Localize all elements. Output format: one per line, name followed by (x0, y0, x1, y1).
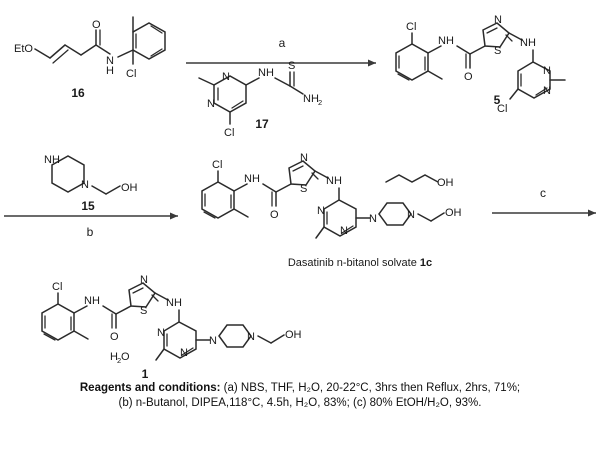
arrowhead-a (368, 59, 376, 67)
atom-label-nh-bridge-5: NH (520, 37, 536, 49)
atom-label-h-16: H (106, 65, 114, 77)
caption-line-1-rest: (a) NBS, THF, H₂O, 20-22°C, 3hrs then Re… (220, 382, 521, 394)
compound-1c: Cl NH O N S NH N N N (201, 152, 462, 269)
atom-label-n1-1: N (157, 327, 165, 339)
atom-label-nh-1c: NH (244, 173, 260, 185)
arrow-label-a: a (279, 36, 286, 50)
atom-label-o-5: O (464, 71, 473, 83)
atom-label-n2-1: N (180, 347, 188, 359)
atom-label-nh-bridge-1: NH (166, 297, 182, 309)
atom-label-cl-1: Cl (52, 281, 62, 293)
atom-label-n-pip1-1c: N (369, 213, 377, 225)
atom-label-n2-5: N (543, 85, 551, 97)
compound-15: NH N OH 15 (44, 154, 138, 213)
atom-label-n1-5: N (543, 65, 551, 77)
compound-number-17: 17 (255, 117, 269, 131)
atom-label-n-thiazole-5: N (494, 14, 502, 26)
atom-label-nh-bridge-1c: NH (326, 175, 342, 187)
caption-line-2: (b) n-Butanol, DIPEA,118°C, 4.5h, H₂O, 8… (118, 397, 482, 409)
compound-number-5: 5 (494, 93, 501, 107)
atom-label-cl2-5: Cl (497, 103, 507, 115)
atom-label-s-thiazole-1c: S (300, 183, 307, 195)
arrow-label-c: c (540, 186, 546, 200)
caption-line-1: Reagents and conditions: (a) NBS, THF, H… (0, 381, 600, 396)
compound-16: EtO O N H Cl 16 (14, 16, 166, 100)
atom-label-s-thiazole-5: S (494, 45, 501, 57)
arrowhead-b (170, 212, 178, 220)
atom-label-nh2-17: NH (303, 93, 319, 105)
compound-number-15: 15 (81, 199, 95, 213)
solvate-caption-number: 1c (420, 257, 432, 269)
atom-label-oh-pip-1c: OH (445, 207, 462, 219)
atom-label-n-thiazole-1: N (140, 274, 148, 286)
atom-label-n-pip2-1c: N (407, 209, 415, 221)
reaction-arrow-b: b (4, 212, 178, 239)
atom-label-nh-5: NH (438, 35, 454, 47)
atom-label-nh-1: NH (84, 295, 100, 307)
arrowhead-c (588, 209, 596, 217)
compound-1: Cl NH O N S NH N N N (41, 274, 302, 381)
atom-label-nh2-sub-17: 2 (318, 98, 322, 107)
atom-label-n-pip2-1: N (247, 331, 255, 343)
atom-label-n2-17: N (207, 98, 215, 110)
atom-label-n-pip1-1: N (209, 335, 217, 347)
atom-label-s-17: S (288, 60, 295, 72)
atom-label-cl-5: Cl (406, 21, 416, 33)
atom-label-n2-1c: N (340, 225, 348, 237)
atom-label-oh-butanol-1c: OH (437, 177, 454, 189)
atom-label-eto: EtO (14, 43, 33, 55)
atom-label-h2o-o: O (121, 351, 130, 363)
atom-label-cl-17: Cl (224, 127, 234, 139)
caption-heading: Reagents and conditions: (79, 382, 221, 394)
reaction-arrow-a: a (186, 36, 376, 67)
atom-label-n-15: N (81, 179, 89, 191)
arrow-label-b: b (87, 225, 94, 239)
atom-label-oh-15: OH (121, 182, 138, 194)
atom-label-n1-17: N (222, 71, 230, 83)
atom-label-carbonyl-o-16: O (92, 19, 101, 31)
atom-label-oh-1: OH (285, 329, 302, 341)
atom-label-n-16: N (106, 55, 114, 67)
atom-label-h2o-h: H (110, 351, 118, 363)
solvate-caption-text: Dasatinib n-bitanol solvate (288, 257, 420, 269)
atom-label-n-thiazole-1c: N (300, 152, 308, 164)
reaction-arrow-c: c (492, 186, 596, 217)
atom-label-o-1: O (110, 331, 119, 343)
compound-5: Cl NH O N S NH N N (395, 14, 566, 115)
atom-label-s-thiazole-1: S (140, 305, 147, 317)
atom-label-nh-17: NH (258, 67, 274, 79)
compound-17: N N Cl NH S NH 2 17 (198, 60, 322, 139)
atom-label-h2o-sub: 2 (117, 356, 121, 365)
atom-label-n1-1c: N (317, 205, 325, 217)
compound-number-16: 16 (71, 86, 85, 100)
compound-1c-caption: Dasatinib n-bitanol solvate 1c (288, 257, 432, 269)
atom-label-nh-15: NH (44, 154, 60, 166)
figure-caption: Reagents and conditions: (a) NBS, THF, H… (0, 381, 600, 411)
compound-number-1: 1 (142, 367, 149, 381)
atom-label-o-1c: O (270, 209, 279, 221)
atom-label-cl-16: Cl (126, 68, 136, 80)
atom-label-cl-1c: Cl (212, 159, 222, 171)
